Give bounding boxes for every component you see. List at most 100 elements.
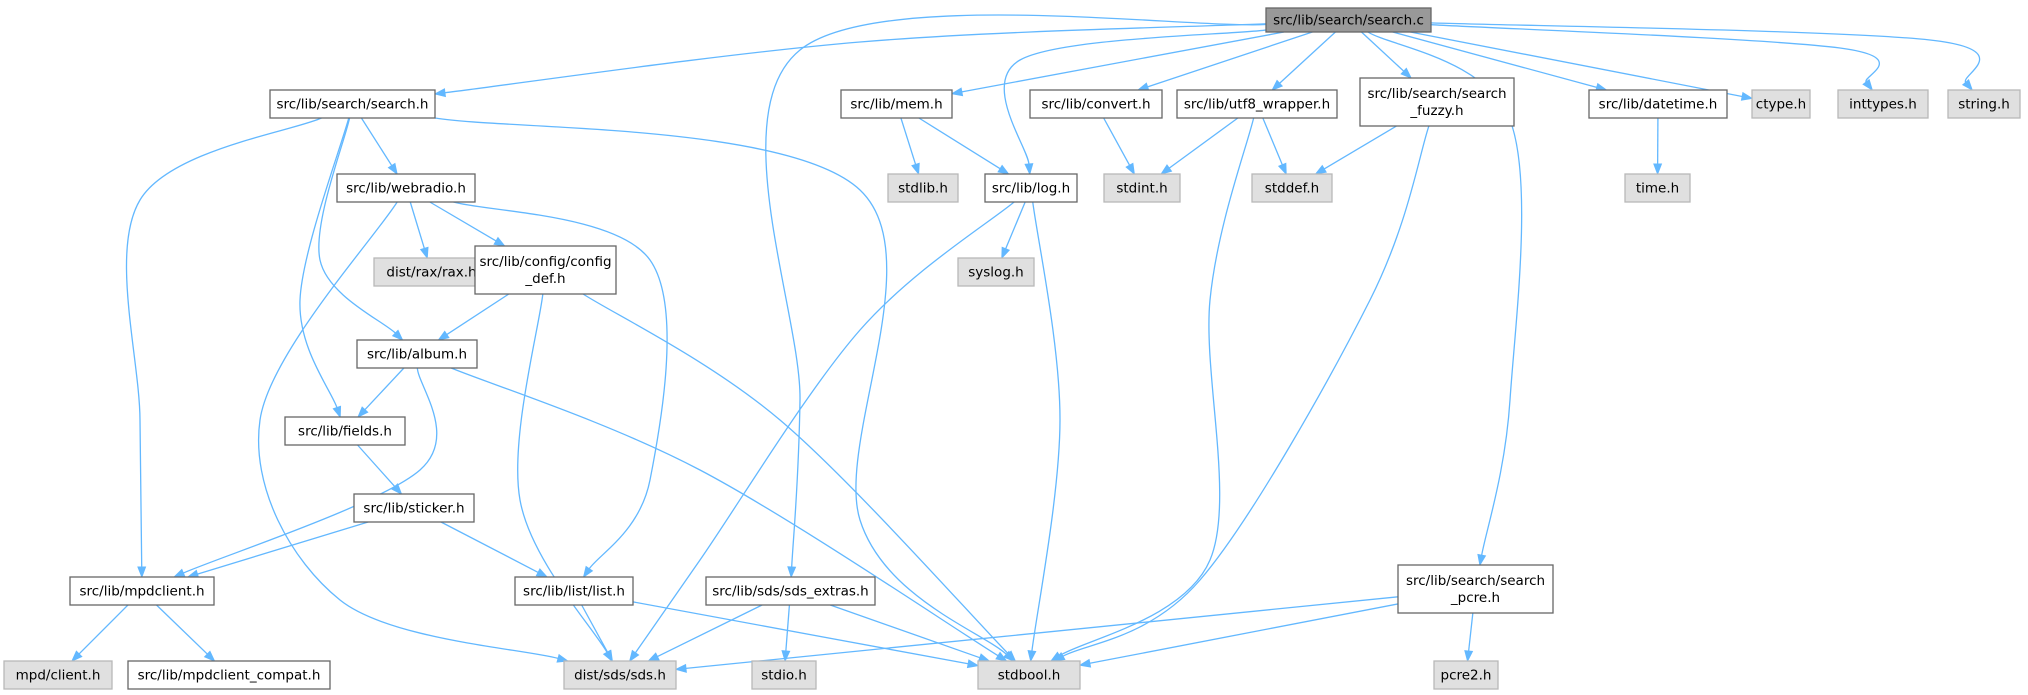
node-search-c[interactable]: src/lib/search/search.c — [1265, 7, 1432, 33]
edge-search_c-to-pcre_h — [1367, 31, 1523, 567]
arrowhead — [781, 650, 791, 663]
node-box — [336, 173, 476, 203]
edge-fuzzy_h-to-stdbool_h — [1052, 125, 1430, 662]
arrowhead — [1027, 650, 1037, 663]
node-label: src/lib/log.h — [992, 181, 1070, 197]
arrowhead — [387, 162, 398, 176]
node-label: inttypes.h — [1849, 97, 1917, 113]
node-label: src/lib/sticker.h — [363, 501, 464, 517]
arrowhead — [1160, 164, 1173, 175]
node-box — [1624, 173, 1691, 203]
edge-album_h-to-mpdclient_h — [172, 367, 438, 578]
node-mpdclient-h[interactable]: src/lib/mpdclient.h — [69, 576, 215, 606]
edge-search_h-to-webradio_h — [360, 117, 398, 176]
node-label: src/lib/list/list.h — [523, 584, 625, 600]
edge-search_c-to-utf8_h — [1271, 31, 1336, 91]
node-stddef-h: stddef.h — [1251, 173, 1333, 203]
node-list-h[interactable]: src/lib/list/list.h — [514, 576, 634, 606]
edge-webradio_h-to-config_def_h — [429, 201, 506, 247]
edge-log_h-to-stdbool_h — [1027, 201, 1061, 663]
node-mpdclient-compat-h[interactable]: src/lib/mpdclient_compat.h — [127, 660, 331, 690]
node-label: src/lib/album.h — [367, 347, 467, 363]
arrowhead — [1464, 650, 1474, 663]
node-sticker-h[interactable]: src/lib/sticker.h — [353, 493, 475, 523]
arrowhead — [332, 405, 342, 419]
arrowhead — [966, 659, 980, 669]
node-fuzzy-h[interactable]: src/lib/search/search_fuzzy.h — [1359, 77, 1515, 127]
node-utf8-h[interactable]: src/lib/utf8_wrapper.h — [1176, 89, 1338, 119]
node-label: src/lib/sds/sds_extras.h — [712, 584, 869, 600]
edge-log_h-to-syslog_h — [1001, 201, 1026, 260]
arrowhead — [203, 650, 216, 662]
node-convert-h[interactable]: src/lib/convert.h — [1029, 89, 1163, 119]
edge-search_c-to-string_h — [1430, 22, 1981, 92]
arrowhead — [1277, 162, 1287, 176]
edge-list_h-to-sds_h — [581, 604, 614, 663]
edge-convert_h-to-stdint_h — [1103, 117, 1136, 176]
edge-utf8_h-to-stddef_h — [1262, 117, 1287, 176]
node-box — [127, 660, 331, 690]
edge-search_c-to-convert_h — [1136, 31, 1313, 91]
node-rax-h: dist/rax/rax.h — [373, 257, 490, 287]
arrowhead — [1862, 78, 1874, 92]
node-box — [353, 493, 475, 523]
node-label: _def.h — [524, 271, 565, 287]
node-label: src/lib/mem.h — [850, 97, 942, 113]
arrowhead — [71, 650, 83, 662]
arrowhead — [137, 566, 147, 579]
node-stdio-h: stdio.h — [751, 660, 817, 690]
node-label: time.h — [1636, 181, 1679, 197]
edge-album_h-to-stdbool_h — [450, 367, 1008, 662]
arrowhead — [493, 236, 506, 247]
node-mem-h[interactable]: src/lib/mem.h — [840, 89, 953, 119]
node-config-def-h[interactable]: src/lib/config/config_def.h — [474, 245, 617, 295]
node-album-h[interactable]: src/lib/album.h — [356, 339, 478, 369]
arrowhead — [391, 483, 403, 496]
arrowhead — [603, 649, 614, 663]
node-label: mpd/client.h — [16, 668, 101, 684]
arrowhead — [437, 330, 450, 341]
arrowhead — [1314, 164, 1327, 175]
edges-layer — [71, 14, 1981, 673]
node-label: src/lib/search/search.h — [277, 97, 429, 113]
arrowhead — [674, 663, 687, 673]
arrowhead — [1653, 163, 1663, 176]
node-search-h[interactable]: src/lib/search/search.h — [269, 89, 436, 119]
arrowhead — [911, 162, 920, 176]
edge-album_h-to-fields_h — [357, 367, 405, 419]
arrowhead — [995, 651, 1008, 662]
arrowhead — [1740, 91, 1754, 101]
edge-search_c-to-search_h — [433, 23, 1267, 98]
node-label: stdbool.h — [998, 668, 1061, 684]
edge-list_h-to-stdbool_h — [632, 601, 980, 669]
arrowhead — [647, 652, 660, 662]
node-label: src/lib/mpdclient_compat.h — [138, 668, 321, 684]
edge-search_c-to-log_h — [1003, 29, 1267, 176]
node-box — [705, 576, 876, 606]
edge-config_def_h-to-stdbool_h — [582, 293, 1017, 663]
node-log-h[interactable]: src/lib/log.h — [984, 173, 1078, 203]
edge-sticker_h-to-mpdclient_h — [186, 521, 369, 579]
edge-pcre_h-to-sds_h — [674, 596, 1399, 673]
node-syslog-h: syslog.h — [957, 257, 1035, 287]
edge-sds_extras_h-to-stdio_h — [781, 604, 791, 663]
node-label: src/lib/fields.h — [298, 424, 392, 440]
node-stdlib-h: stdlib.h — [887, 173, 959, 203]
node-label: stdlib.h — [898, 181, 948, 197]
edge-utf8_h-to-stdint_h — [1160, 117, 1239, 175]
node-box — [356, 339, 478, 369]
arrowhead — [391, 329, 404, 341]
node-sds-extras-h[interactable]: src/lib/sds/sds_extras.h — [705, 576, 876, 606]
node-label: src/lib/utf8_wrapper.h — [1184, 97, 1330, 113]
node-box — [514, 576, 634, 606]
node-datetime-h[interactable]: src/lib/datetime.h — [1588, 89, 1728, 119]
node-fields-h[interactable]: src/lib/fields.h — [284, 416, 406, 446]
arrowhead — [1125, 162, 1136, 176]
node-label: src/lib/mpdclient.h — [79, 584, 204, 600]
node-pcre-h[interactable]: src/lib/search/search_pcre.h — [1397, 564, 1554, 614]
node-webradio-h[interactable]: src/lib/webradio.h — [336, 173, 476, 203]
node-label: pcre2.h — [1441, 668, 1492, 684]
node-label: src/lib/search/search — [1406, 573, 1545, 589]
arrowhead — [172, 568, 186, 578]
node-box — [373, 257, 490, 287]
